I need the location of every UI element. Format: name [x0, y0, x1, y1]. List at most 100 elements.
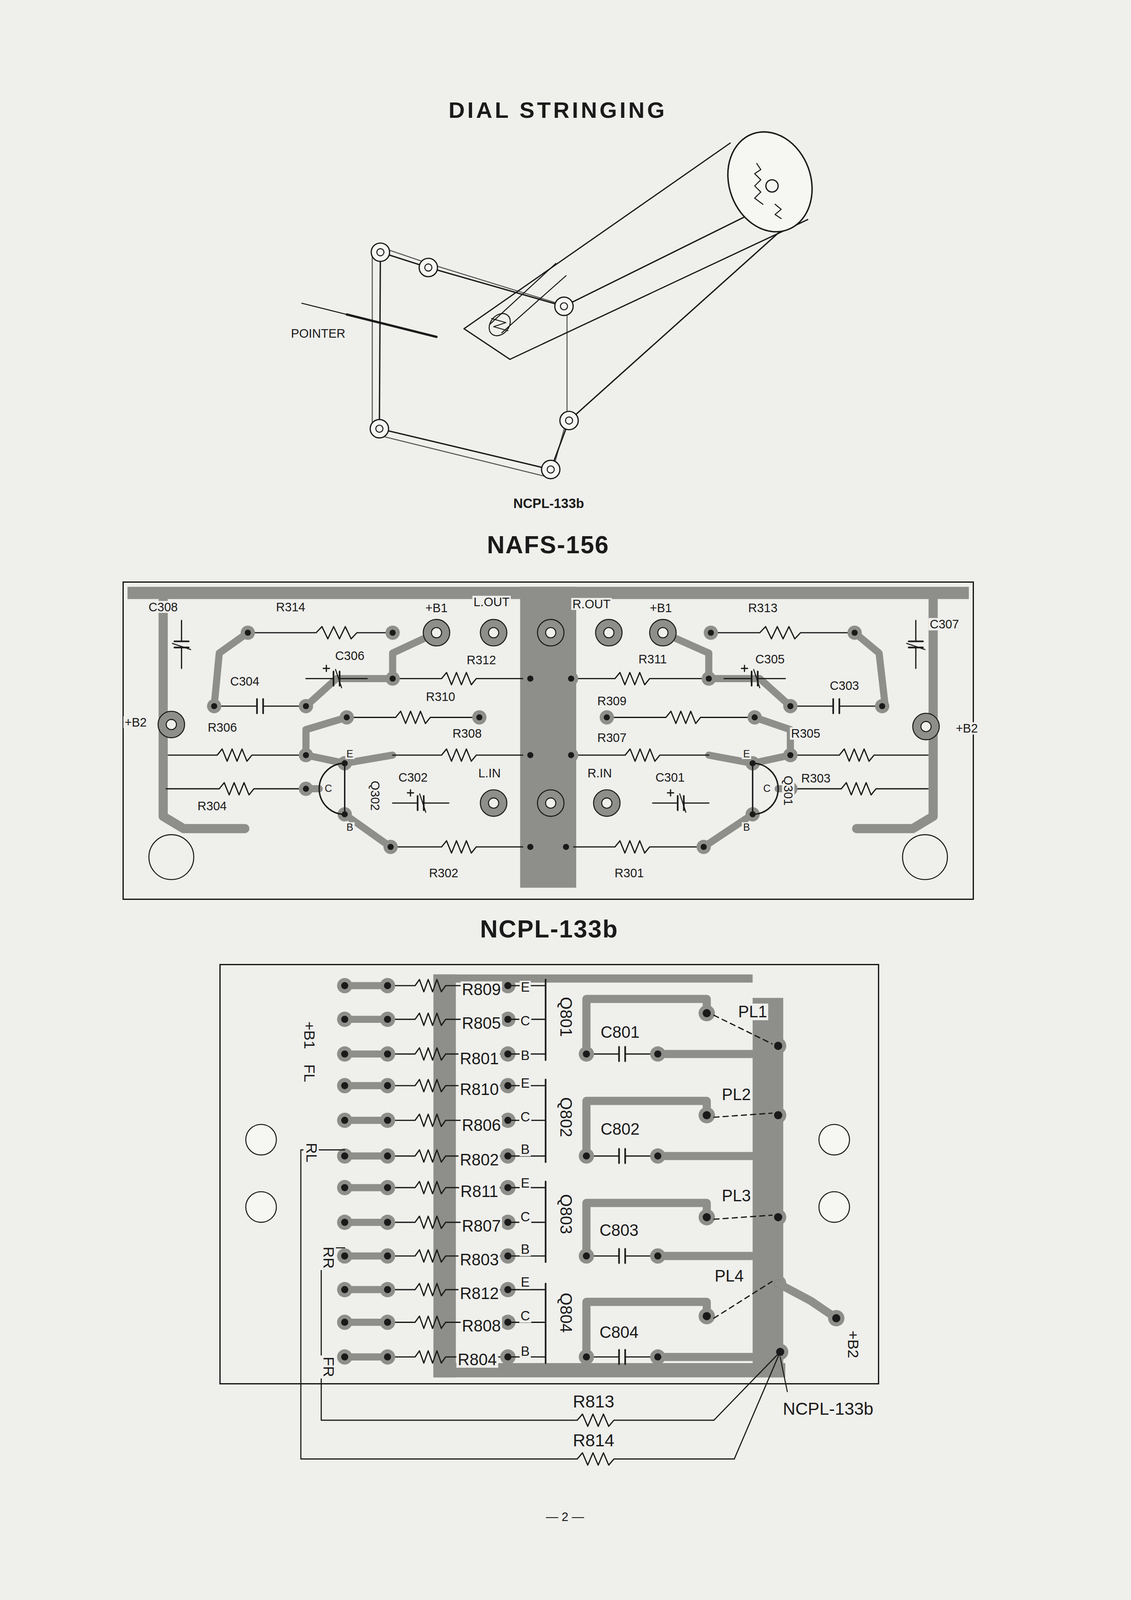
terminal-pad	[593, 789, 621, 817]
terminal-pad	[480, 789, 507, 817]
component-label: R302	[427, 866, 460, 880]
pad-hole	[562, 843, 569, 850]
pcb-trace	[778, 1283, 837, 1318]
pad-land	[783, 747, 798, 762]
pulley-axle	[547, 465, 555, 473]
pad-hole	[654, 1152, 662, 1160]
pad-land	[339, 710, 354, 725]
component-label: C308	[147, 600, 180, 613]
capacitor-plate	[256, 698, 258, 713]
pcb-trace	[586, 1301, 707, 1357]
pad-hole	[700, 843, 707, 850]
pulley-axle	[376, 248, 385, 256]
resistor-symbol	[346, 711, 480, 724]
pulley-axle	[565, 416, 573, 425]
component-label: C803	[598, 1221, 640, 1239]
component-label: C802	[599, 1120, 641, 1137]
pcb-ground-band	[520, 586, 577, 888]
transistor-lead	[510, 1288, 546, 1291]
pad-land	[298, 781, 313, 796]
pad-land	[578, 1148, 595, 1164]
resistor-symbol	[571, 1452, 735, 1465]
component-label: +B2	[845, 1329, 861, 1360]
component-label: C	[518, 1110, 531, 1124]
pad-land	[650, 1046, 666, 1062]
pad-hole	[384, 982, 392, 990]
pad-land	[337, 1214, 353, 1230]
component-label: R805	[460, 1014, 502, 1032]
terminal-pad	[649, 619, 677, 646]
pulley-axle	[424, 263, 432, 272]
resistor-symbol	[392, 749, 531, 762]
terminal-hole	[431, 627, 442, 638]
pad-land	[769, 1037, 787, 1054]
component-label: FR	[320, 1355, 337, 1379]
pad-land	[337, 1179, 353, 1196]
leader-line	[780, 1356, 788, 1392]
capacitor-plate	[174, 640, 189, 643]
component-label: B	[519, 1049, 531, 1063]
component-label: R.IN	[585, 766, 613, 780]
pad-land	[650, 1349, 666, 1365]
pad-land	[337, 1046, 353, 1062]
component-label: R813	[571, 1392, 616, 1411]
pcb-trace	[586, 1100, 707, 1156]
pad-hole	[303, 702, 309, 709]
component-label: R314	[274, 600, 307, 613]
capacitor-plate	[332, 671, 335, 686]
resistor-symbol	[247, 626, 393, 639]
resistor-symbol	[571, 1413, 715, 1427]
component-label: B	[519, 1142, 531, 1156]
component-label: +B2	[954, 722, 980, 735]
component-label: R.OUT	[571, 597, 612, 610]
pad-land	[337, 1281, 353, 1298]
pad-land	[650, 1148, 666, 1164]
pad-land	[698, 1208, 715, 1225]
pad-land	[769, 1106, 787, 1123]
pad-land	[698, 1004, 715, 1021]
component-label: Q301	[782, 774, 795, 807]
terminal-hole	[166, 719, 177, 730]
pad-hole	[787, 752, 794, 758]
pulley-axle	[376, 425, 384, 433]
pad-hole	[476, 714, 483, 720]
component-label: R308	[451, 727, 484, 740]
capacitor-plate	[624, 1148, 627, 1163]
drum-hub	[766, 179, 779, 193]
capacitor-plate	[618, 1148, 621, 1163]
terminal-pad	[157, 711, 185, 738]
component-label: R309	[595, 694, 628, 707]
pad-land	[379, 1112, 396, 1128]
capacitor-plate	[624, 1349, 627, 1364]
terminal-hole	[657, 627, 668, 638]
pad-hole	[851, 629, 858, 636]
pcb-trace	[214, 632, 248, 706]
pad-hole	[341, 1081, 349, 1090]
pcb-ground-band	[752, 997, 784, 1378]
pad-land	[578, 1349, 595, 1365]
capacitor-plate	[416, 795, 419, 810]
component-label: C	[518, 1308, 531, 1323]
pad-land	[696, 839, 711, 854]
pad-land	[599, 710, 614, 725]
mounting-hole	[819, 1124, 850, 1155]
capacitor-lead	[915, 620, 917, 642]
resistor-symbol	[392, 672, 531, 685]
drum-shaft-edge	[463, 142, 731, 329]
capacitor-lead	[306, 677, 334, 680]
pulley	[554, 297, 574, 316]
pcb-trace	[703, 813, 753, 847]
terminal-pad	[423, 619, 450, 646]
component-label: C306	[333, 649, 366, 662]
component-label: C	[761, 783, 772, 794]
pad-hole	[774, 1110, 783, 1120]
capacitor-plate	[624, 1248, 627, 1263]
pad-hole	[787, 702, 794, 709]
component-label: E	[741, 748, 752, 759]
capacitor-plate	[618, 1248, 621, 1263]
pad-hole	[702, 1212, 711, 1222]
terminal-hole	[921, 721, 932, 732]
pad-land	[827, 1309, 845, 1327]
terminal-pad	[537, 619, 564, 646]
pcb-trace	[754, 717, 791, 755]
